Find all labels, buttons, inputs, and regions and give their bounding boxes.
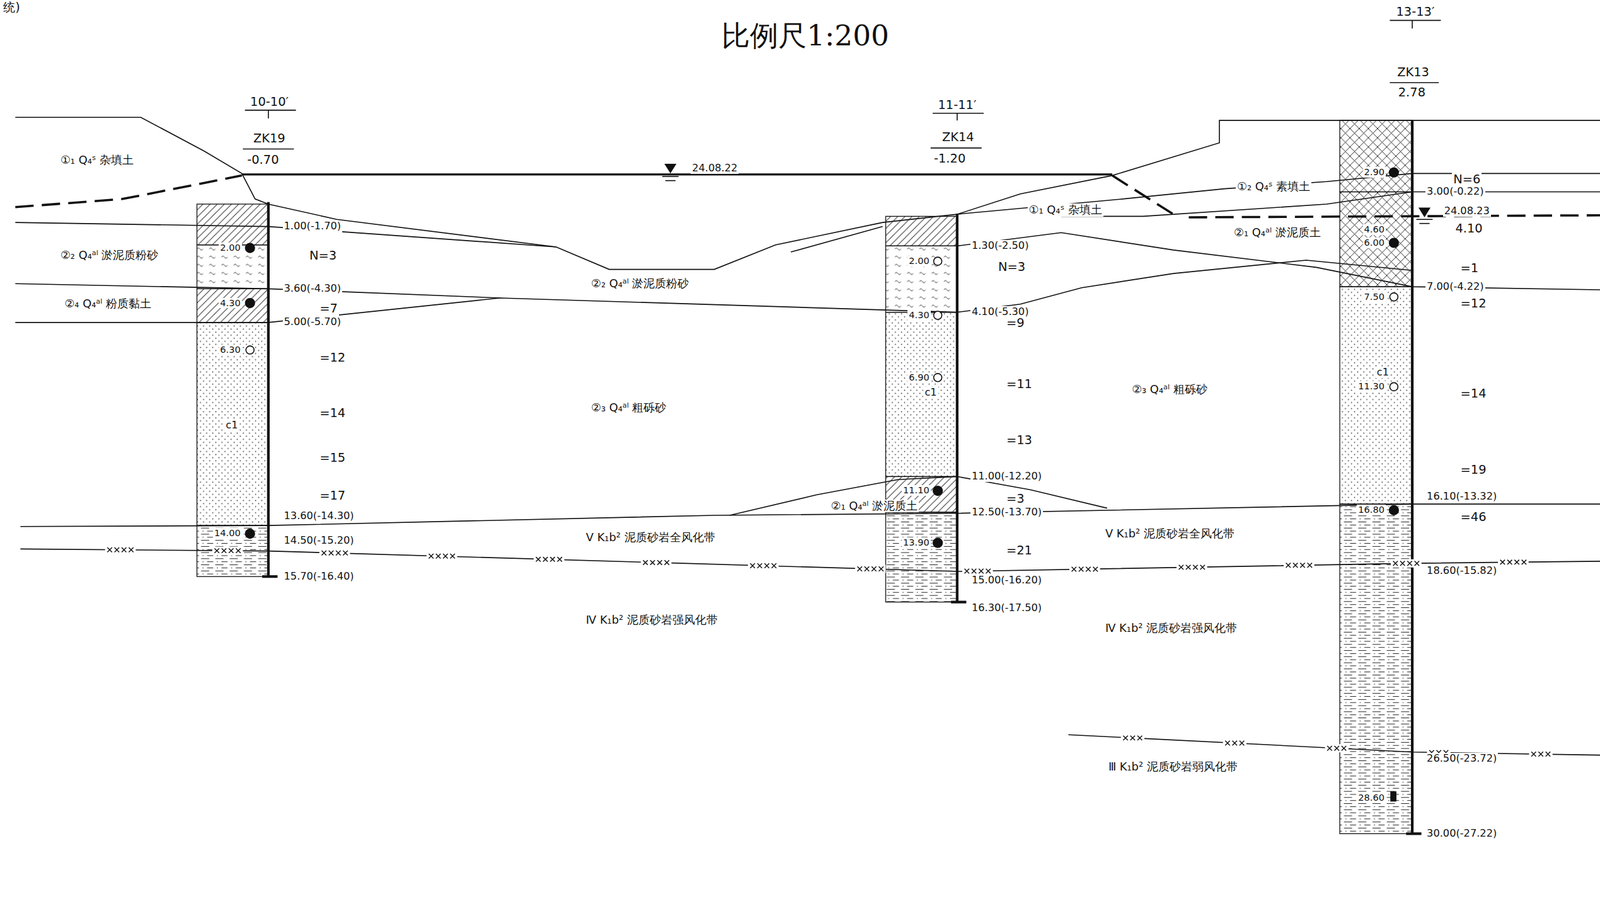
label-text: =14 (318, 406, 347, 421)
label-text: 11.00(-12.20) (970, 470, 1043, 483)
label-text: ZK13 (1395, 65, 1431, 80)
label-text: 4.30 (907, 310, 931, 321)
label-text: 24.08.23 (1443, 205, 1491, 218)
label-text: 统) (1, 0, 22, 15)
label-text: 6.00 (1363, 237, 1386, 249)
label-text: =14 (1459, 386, 1488, 401)
label-text: ②₂ Q₄ᵃˡ 淤泥质粉砂 (59, 248, 160, 262)
label-text: 10-10′ (248, 95, 290, 110)
label-text: 1.00(-1.70) (282, 220, 343, 233)
label-text: ①₁ Q₄ˢ 杂填土 (1027, 203, 1104, 217)
label-text: 13.90 (901, 537, 931, 549)
label-text: =21 (1005, 543, 1034, 558)
label-text: c1 (1375, 366, 1391, 379)
label-text: N=6 (1451, 172, 1482, 187)
label-text: Ⅳ K₁b² 泥质砂岩强风化带 (1104, 621, 1239, 635)
label-text: 14.50(-15.20) (282, 535, 356, 547)
label-text: Ⅴ K₁b² 泥质砂岩全风化带 (1104, 527, 1236, 541)
label-text: =7 (318, 301, 340, 316)
label-text: 4.60 (1363, 224, 1386, 236)
label-text: N=3 (308, 248, 338, 263)
label-text: 6.90 (907, 372, 931, 384)
label-text: 1.30(-2.50) (970, 240, 1031, 253)
label-text: -1.20 (932, 151, 967, 166)
label-text: 11.30 (1356, 381, 1386, 392)
label-text: Ⅳ K₁b² 泥质砂岩强风化带 (584, 613, 720, 627)
label-text: 16.80 (1356, 504, 1386, 516)
label-text: =13 (1005, 433, 1034, 448)
label-text: 4.10 (1453, 221, 1484, 236)
label-text: =15 (318, 451, 347, 466)
label-text: ②₃ Q₄ᵃˡ 粗砾砂 (589, 401, 668, 415)
label-text: c1 (923, 386, 938, 399)
label-text: ①₁ Q₄ˢ 杂填土 (59, 153, 135, 167)
label-text: 2.00 (907, 255, 931, 267)
label-text: =9 (1005, 316, 1026, 331)
label-text: ②₄ Q₄ᵃˡ 粉质黏土 (63, 297, 152, 311)
label-text: 6.30 (218, 344, 242, 356)
label-text: ②₁ Q₄ᵃˡ 淤泥质土 (1232, 226, 1322, 239)
label-text: 18.60(-15.82) (1425, 565, 1498, 578)
label-text: 14.00 (212, 528, 242, 539)
label-text: -0.70 (245, 153, 280, 167)
label-text: 比例尺1:200 (720, 19, 891, 53)
label-text: =12 (1459, 296, 1488, 311)
label-text: Ⅲ K₁b² 泥质砂岩弱风化带 (1107, 760, 1239, 774)
label-text: ②₁ Q₄ᵃˡ 淤泥质土 (829, 499, 919, 513)
label-text: N=3 (996, 260, 1027, 275)
label-text: 2.00 (218, 242, 242, 254)
label-text: =46 (1459, 510, 1488, 525)
label-text: =12 (318, 351, 347, 365)
label-text: ②₂ Q₄ᵃˡ 淤泥质粉砂 (589, 277, 691, 290)
label-text: Ⅴ K₁b² 泥质砂岩全风化带 (584, 531, 717, 544)
label-text: =1 (1459, 261, 1481, 276)
label-text: 30.00(-27.22) (1425, 828, 1498, 841)
label-text: 2.78 (1397, 85, 1427, 100)
label-text: ②₃ Q₄ᵃˡ 粗砾砂 (1130, 383, 1209, 396)
label-text: ZK14 (940, 130, 976, 145)
label-text: =19 (1459, 463, 1488, 478)
label-text: 3.00(-0.22) (1425, 185, 1486, 198)
label-text: 2.90 (1363, 166, 1386, 178)
label-text: =3 (1005, 492, 1026, 507)
label-text: =17 (318, 489, 347, 503)
label-text: =11 (1005, 377, 1034, 392)
label-text: 11.10 (901, 485, 931, 496)
label-text: 3.60(-4.30) (282, 282, 343, 295)
label-text: 7.00(-4.22) (1425, 281, 1486, 294)
label-text: 16.30(-17.50) (970, 602, 1043, 615)
label-text: 4.30 (218, 298, 242, 309)
label-text: 7.50 (1363, 291, 1386, 303)
label-text: c1 (224, 419, 239, 432)
label-text: 16.10(-13.32) (1425, 490, 1498, 503)
label-text: 24.08.22 (690, 162, 739, 175)
label-text: ZK19 (252, 131, 287, 146)
label-text: 5.00(-5.70) (282, 316, 343, 329)
label-text: 12.50(-13.70) (970, 506, 1043, 519)
label-text: 13-13′ (1395, 5, 1437, 19)
label-text: 13.60(-14.30) (282, 510, 356, 523)
label-text: ①₂ Q₄ˢ 素填土 (1235, 180, 1312, 193)
label-text: 28.60 (1356, 792, 1386, 804)
label-text: 11-11′ (936, 98, 978, 113)
label-text: 15.70(-16.40) (282, 570, 356, 583)
label-text: 15.00(-16.20) (970, 574, 1043, 587)
label-text: 26.50(-23.72) (1425, 753, 1498, 766)
